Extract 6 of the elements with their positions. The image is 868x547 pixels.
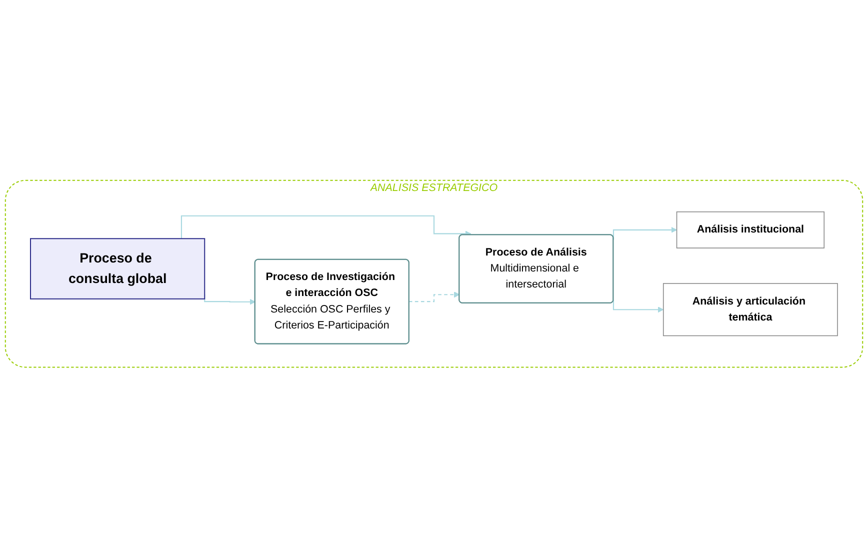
node-box: Análisis y articulación temática xyxy=(662,282,838,336)
node-box: Proceso de consulta global xyxy=(30,238,206,300)
node-box: Análisis institucional xyxy=(676,211,825,248)
arrow xyxy=(612,300,664,312)
arrow xyxy=(180,215,472,238)
arrow xyxy=(408,291,460,302)
